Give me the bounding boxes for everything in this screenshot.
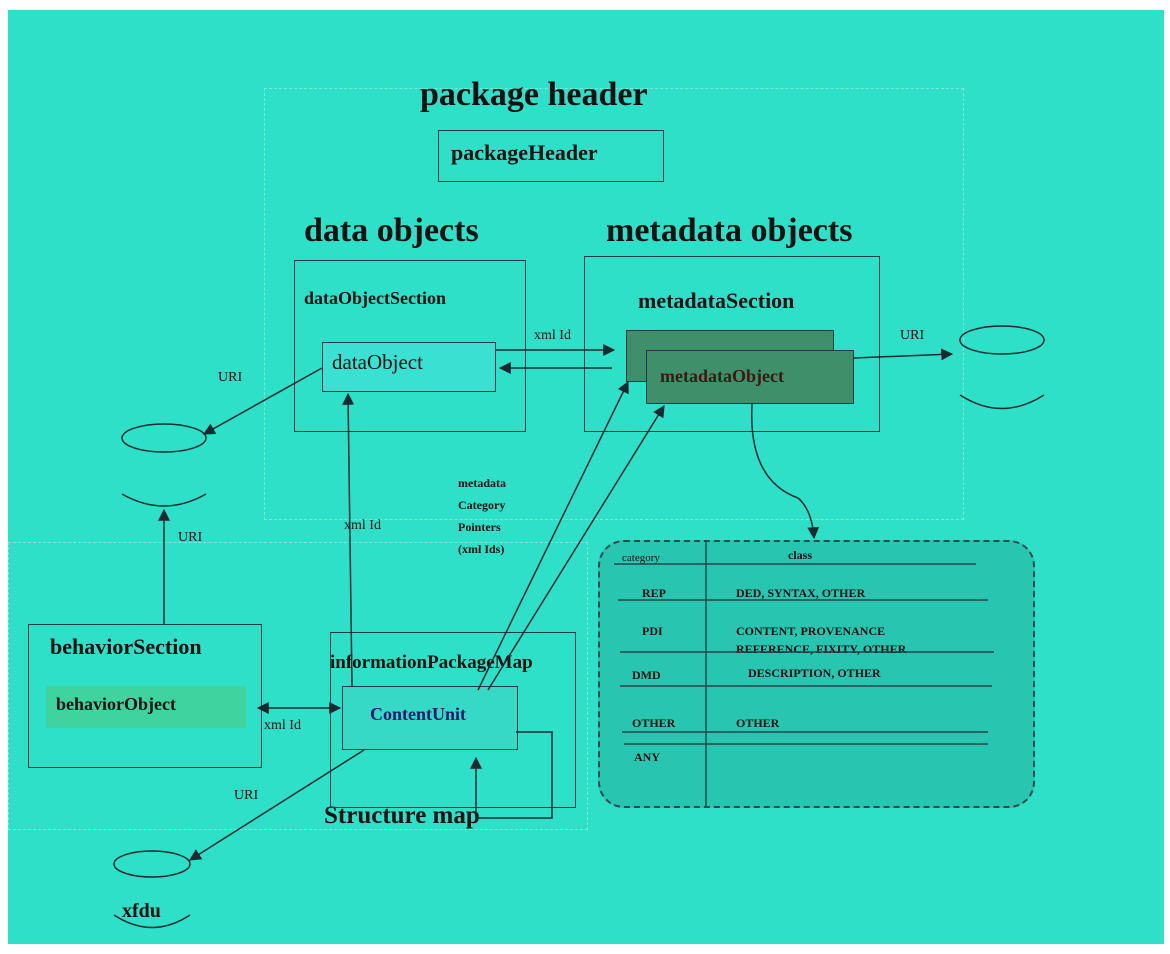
table-row-category: PDI <box>642 624 663 638</box>
table-row-category: DMD <box>632 668 661 682</box>
storage-cylinder-right <box>959 325 1045 410</box>
content-unit-box <box>342 686 518 750</box>
storage-cylinder-xfdu <box>113 850 191 929</box>
xml-id-label-mid: xml Id <box>344 518 381 533</box>
arrow-data-to-storage <box>202 367 323 435</box>
table-row-class: OTHER <box>736 716 780 730</box>
metadata-pointers-line-2: Category <box>458 498 506 512</box>
xml-id-label-top: xml Id <box>534 328 571 343</box>
diagram-canvas: package header data objects metadata obj… <box>8 10 1164 944</box>
metadata-object-box <box>646 350 854 404</box>
table-row-category: ANY <box>634 750 660 764</box>
package-region <box>264 88 964 520</box>
category-class-table: category class REP DED, SYNTAX, OTHER PD… <box>598 540 1035 808</box>
data-object-section-box <box>294 260 526 432</box>
xml-id-label-behavior: xml Id <box>264 718 301 733</box>
package-header-heading: package header <box>420 76 648 113</box>
storage-cylinder-left <box>121 423 207 507</box>
table-rules <box>614 540 994 808</box>
package-header-box <box>438 130 664 182</box>
uri-label-behavior: URI <box>178 530 203 545</box>
metadata-object-label: metadataObject <box>660 366 784 386</box>
arrow-content-to-data <box>342 392 355 687</box>
content-unit-label: ContentUnit <box>370 704 467 724</box>
uri-label-right: URI <box>900 328 925 343</box>
table-row-class: DESCRIPTION, OTHER <box>748 666 881 680</box>
info-package-map-label: informationPackageMap <box>330 652 533 673</box>
structure-map-heading: Structure map <box>324 802 480 829</box>
table-header-category: category <box>622 552 660 564</box>
metadata-pointers-line-1: metadata <box>458 476 506 490</box>
metadata-pointers-line-3: Pointers <box>458 520 501 534</box>
connectors-layer <box>113 325 1045 929</box>
data-objects-heading: data objects <box>304 212 479 249</box>
info-package-map-box <box>330 632 576 808</box>
arrow-content-to-metadata-back <box>477 380 629 691</box>
data-object-section-label: dataObjectSection <box>304 288 446 308</box>
table-row-class: DED, SYNTAX, OTHER <box>736 586 866 600</box>
behavior-object-box <box>46 686 246 728</box>
uri-label-bottom: URI <box>234 788 259 803</box>
metadata-objects-heading: metadata objects <box>606 212 853 249</box>
behavior-section-box <box>28 624 262 768</box>
metadata-section-label: metadataSection <box>638 288 795 313</box>
arrow-content-self-loop <box>470 731 553 819</box>
arrow-content-to-xfdu <box>188 749 365 861</box>
table-row-category: REP <box>642 586 666 600</box>
arrow-content-to-metadata <box>487 404 665 691</box>
table-row-class: CONTENT, PROVENANCE <box>736 624 886 638</box>
data-object-box <box>322 342 496 392</box>
package-header-label: packageHeader <box>451 140 598 165</box>
xfdu-label: xfdu <box>122 900 161 922</box>
table-header-class: class <box>788 548 812 562</box>
behavior-section-label: behaviorSection <box>50 634 202 659</box>
data-object-label: dataObject <box>332 350 423 374</box>
arrow-metadata-to-table <box>750 403 820 540</box>
arrow-metadata-to-storage <box>853 348 954 361</box>
metadata-pointers-line-4: (xml Ids) <box>458 542 505 556</box>
table-row-category: OTHER <box>632 716 676 730</box>
uri-label-left: URI <box>218 370 243 385</box>
metadata-section-box <box>584 256 880 432</box>
structure-region <box>8 542 588 830</box>
behavior-object-label: behaviorObject <box>56 694 176 714</box>
